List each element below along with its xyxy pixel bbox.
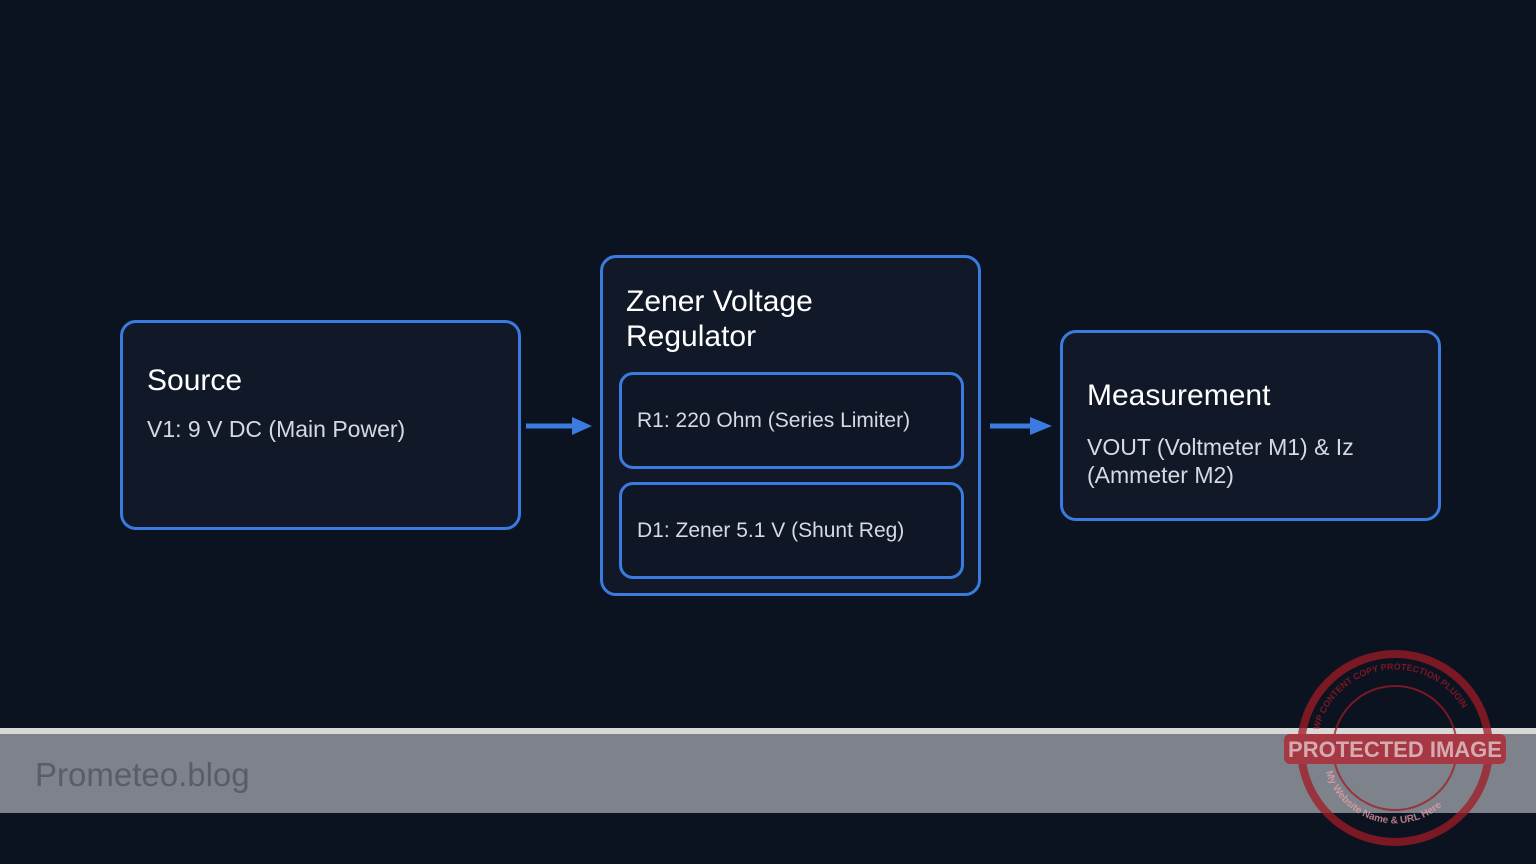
stamp-banner-text: PROTECTED IMAGE bbox=[1288, 737, 1502, 762]
regulator-block: Zener Voltage Regulator R1: 220 Ohm (Ser… bbox=[600, 255, 981, 596]
zener-d1-desc: D1: Zener 5.1 V (Shunt Reg) bbox=[637, 519, 905, 542]
source-desc: V1: 9 V DC (Main Power) bbox=[147, 416, 406, 442]
regulator-title-line2: Regulator bbox=[626, 320, 757, 353]
source-title: Source bbox=[147, 364, 243, 397]
footer-brand: Prometeo.blog bbox=[35, 756, 250, 793]
arrow-source-to-regulator bbox=[526, 417, 592, 435]
footer-bar: Prometeo.blog bbox=[0, 734, 1536, 813]
protected-image-stamp: WP CONTENT COPY PROTECTION PLUGIN My Web… bbox=[1284, 650, 1506, 846]
zener-d1-block: D1: Zener 5.1 V (Shunt Reg) bbox=[619, 482, 964, 579]
measurement-block: Measurement VOUT (Voltmeter M1) & Iz (Am… bbox=[1060, 330, 1441, 521]
measurement-title: Measurement bbox=[1087, 379, 1271, 412]
resistor-r1-desc: R1: 220 Ohm (Series Limiter) bbox=[637, 409, 911, 432]
stamp-banner bbox=[1284, 734, 1506, 764]
resistor-r1-block: R1: 220 Ohm (Series Limiter) bbox=[619, 372, 964, 469]
regulator-title-line1: Zener Voltage bbox=[626, 285, 813, 318]
measurement-desc-line1: VOUT (Voltmeter M1) & Iz bbox=[1087, 434, 1354, 460]
footer-divider bbox=[0, 728, 1536, 734]
source-block: Source V1: 9 V DC (Main Power) bbox=[120, 320, 521, 530]
measurement-desc-line2: (Ammeter M2) bbox=[1087, 462, 1234, 488]
arrow-regulator-to-measurement bbox=[990, 417, 1052, 435]
